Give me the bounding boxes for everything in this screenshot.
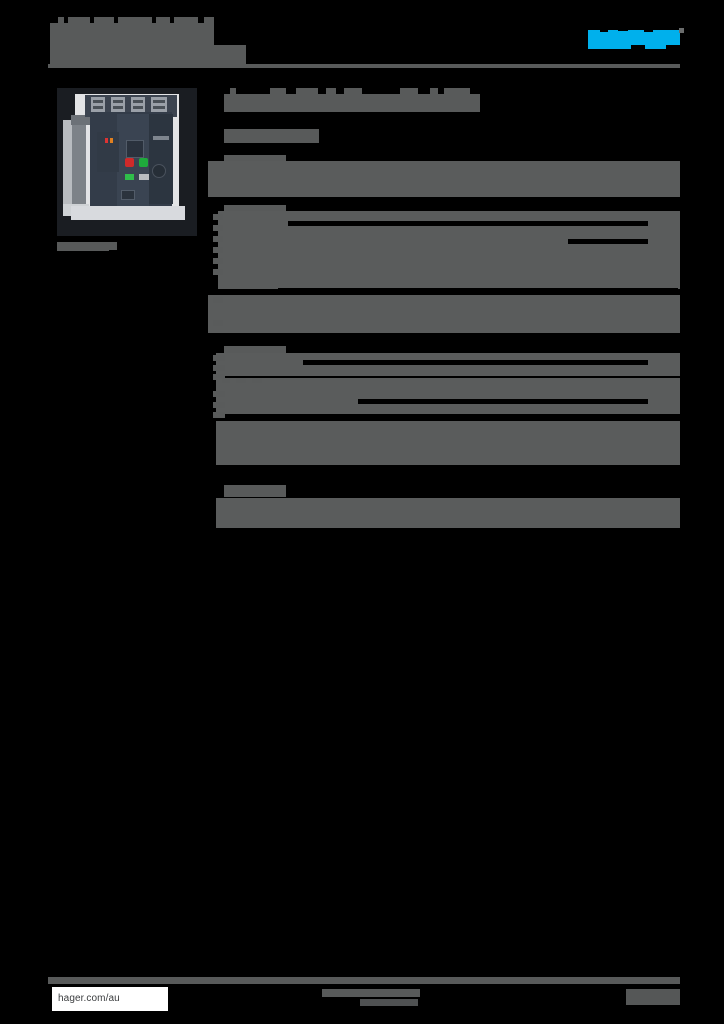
product-figure (57, 88, 197, 236)
document-title-line-1d (118, 17, 152, 23)
logo-trademark-icon (679, 28, 684, 33)
spec-row-label-p0c (252, 378, 262, 383)
spec-row-label-p0a (222, 378, 230, 383)
spec-row-label-c3 (213, 236, 223, 242)
header-divider (48, 64, 680, 68)
document-title-line-1g (204, 17, 214, 23)
spec-leader-gap-c2 (568, 239, 648, 244)
spec-row-label-c6 (213, 269, 223, 275)
spec-leader-gap-p2 (246, 416, 646, 421)
document-title-line-1b (68, 17, 90, 23)
spec-row-label-r1 (213, 355, 225, 361)
footer-center-note-2 (360, 999, 418, 1006)
page-heading-tops-7 (430, 88, 438, 94)
page-subheading (224, 129, 319, 143)
page-heading-tops-8 (444, 88, 470, 94)
terminal-slot-4 (113, 106, 123, 109)
terminal-slot-1 (93, 100, 103, 103)
document-title-line-3 (50, 45, 246, 66)
breaker-access-hatch (121, 190, 135, 200)
section-title-ratings (224, 346, 286, 353)
trip-button-red (125, 158, 134, 167)
close-button-green (139, 158, 148, 167)
page-heading-tops-2 (270, 88, 286, 94)
page-heading-tops-5 (344, 88, 362, 94)
spec-row-label-c5 (213, 258, 223, 264)
terminal-slot-2 (93, 106, 103, 109)
section-band-characteristics-2 (208, 295, 680, 333)
breaker-base-plate (71, 206, 185, 220)
terminal-slot-3 (113, 100, 123, 103)
spec-row-label-c2 (213, 225, 223, 231)
section-title-standards (224, 485, 286, 497)
section-title-intro (224, 155, 286, 162)
indicator-green (125, 174, 134, 180)
section-band-intro (208, 161, 680, 197)
logo-notch-c (644, 26, 653, 32)
logo-notch-b (618, 26, 628, 31)
page-heading-tops-1 (230, 88, 236, 94)
logo-notch-e (666, 45, 680, 52)
terminal-slot-7 (153, 100, 165, 103)
indicator-gray (139, 174, 149, 180)
charging-handle-dial (152, 164, 166, 178)
section-band-protection (216, 378, 680, 390)
specification-column (208, 0, 680, 1024)
document-title-line-2 (50, 23, 214, 45)
hager-wordmark-icon (588, 30, 680, 49)
breaker-right-panel (149, 114, 173, 204)
spec-leader-gap-r1 (303, 360, 648, 365)
spec-row-label-r3 (213, 374, 225, 380)
spec-leader-gap-p1 (358, 399, 648, 404)
document-title-line-1f (174, 17, 198, 23)
footer-divider (48, 977, 680, 984)
terminal-slot-8 (153, 106, 165, 109)
footer-url-label[interactable]: hager.com/au (58, 993, 120, 1004)
page-heading-tops-3 (296, 88, 318, 94)
spec-row-label-p2 (213, 402, 225, 408)
document-title-line-1c (94, 17, 114, 23)
status-marker-orange (110, 138, 113, 143)
spec-row-label-p3 (213, 412, 225, 418)
footer-url-chip[interactable]: hager.com/au (52, 987, 168, 1011)
section-band-notes (216, 421, 680, 465)
document-title-line-1 (58, 17, 64, 23)
spec-row-label-p0b (236, 378, 246, 383)
footer-center-note (322, 989, 420, 997)
breaker-side-hook (71, 115, 93, 125)
footer-page-number (626, 989, 680, 1005)
breaker-display-window (126, 140, 144, 158)
product-photo-air-circuit-breaker (57, 88, 197, 236)
terminal-slot-5 (133, 100, 143, 103)
logo-notch-d (631, 45, 645, 52)
section-band-standards (216, 498, 680, 528)
section-title-characteristics (224, 205, 286, 212)
terminal-slot-6 (133, 106, 143, 109)
status-marker-red (105, 138, 108, 143)
document-title-line-1e (156, 17, 170, 23)
product-caption-line-2 (57, 244, 109, 251)
breaker-left-panel (97, 132, 119, 172)
page-heading-tops-4 (326, 88, 336, 94)
spec-leader-gap-c1 (288, 221, 648, 226)
spec-row-label-c8 (213, 320, 223, 326)
logo-notch-a (600, 26, 608, 32)
spec-row-label-c1 (213, 214, 223, 220)
spec-row-label-c4 (213, 247, 223, 253)
spec-row-label-c7 (213, 297, 223, 303)
hager-logo (588, 26, 684, 52)
spec-row-label-p1 (213, 391, 225, 397)
breaker-nameplate (153, 136, 169, 140)
breaker-side-clip (72, 118, 86, 212)
page-heading-tops-6 (400, 88, 418, 94)
page-heading (224, 94, 480, 112)
spec-leader-gap-c3 (278, 288, 678, 293)
spec-row-label-r2 (213, 365, 225, 371)
